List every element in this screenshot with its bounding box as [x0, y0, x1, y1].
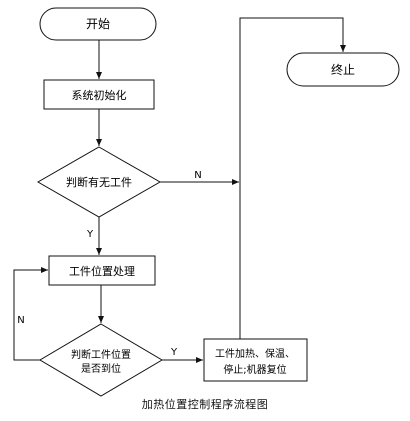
check-workpiece-label: 判断有无工件 [66, 175, 132, 189]
check-position-decision: 判断工件位置 是否到位 [39, 323, 163, 397]
check-position-label-line1: 判断工件位置 [71, 348, 131, 361]
loop-check-position-no [13, 267, 48, 361]
start-terminal: 开始 [39, 7, 157, 41]
process-label: 工件位置处理 [69, 264, 135, 278]
action-label-line1: 工件加热、保温、 [215, 347, 295, 360]
path-action-to-end [239, 17, 346, 339]
figure-caption: 加热位置控制程序流程图 [141, 398, 269, 411]
label-check-position-yes: Y [170, 347, 178, 358]
action-process-box: 工件加热、保温、 停止;机器复位 [203, 338, 308, 382]
start-label: 开始 [86, 17, 110, 31]
label-check-workpiece-no: N [194, 170, 201, 181]
check-workpiece-decision: 判断有无工件 [36, 146, 162, 218]
end-label: 终止 [331, 62, 355, 77]
workpiece-process-box: 工件位置处理 [48, 255, 156, 286]
init-process-box: 系统初始化 [43, 79, 155, 110]
action-label-line2: 停止;机器复位 [223, 363, 286, 376]
connectors [13, 17, 346, 363]
label-check-position-no: N [17, 315, 24, 326]
end-terminal: 终止 [286, 52, 400, 87]
label-check-workpiece-yes: Y [86, 229, 94, 240]
check-position-label-line2: 是否到位 [81, 362, 121, 375]
init-label: 系统初始化 [72, 88, 127, 102]
